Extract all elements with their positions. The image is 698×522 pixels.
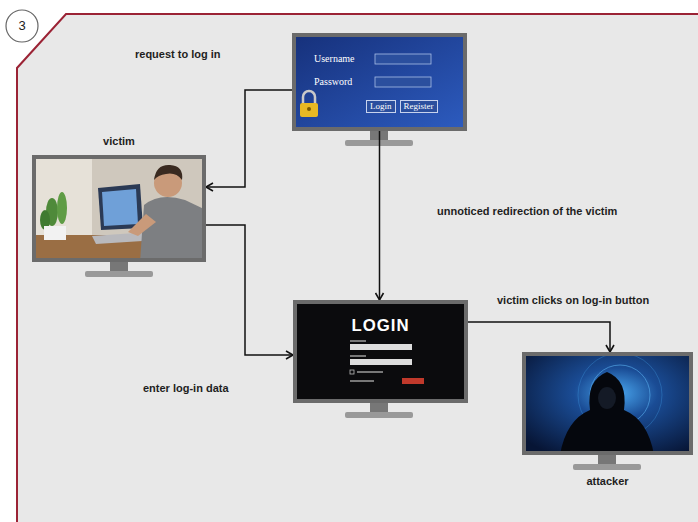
login-screen-art (292, 33, 467, 131)
monitor-stand (345, 412, 413, 418)
node-heading: victim (103, 135, 135, 147)
login-button: Login (366, 100, 396, 113)
login-screen-art (375, 54, 431, 64)
monitor-stand (598, 455, 616, 464)
victim-photo (57, 192, 67, 224)
monitor-stand (110, 262, 128, 271)
login-screen-art (300, 103, 318, 117)
victim-monitor: victim (32, 155, 206, 262)
login-screen-art (375, 77, 431, 87)
edge-label: enter log-in data (143, 382, 229, 394)
fake-login-screen-art (350, 370, 354, 374)
attacker-monitor: attacker (522, 352, 693, 455)
login-monitor: UsernamePasswordLogin Register (292, 33, 467, 131)
monitor-stand (345, 403, 413, 418)
fake-login-screen-art (293, 300, 466, 403)
callout-number: 3 (6, 18, 38, 33)
field-label: Username (314, 53, 355, 64)
edge-label: victim clicks on log-in button (497, 294, 649, 306)
victim-photo (98, 184, 143, 230)
fake-login-screen-art (350, 359, 412, 365)
connector-arrow (206, 90, 292, 187)
victim-photo (128, 214, 156, 236)
login-screen-art (303, 91, 315, 103)
login-title: LOGIN (297, 316, 464, 336)
fake-login-screen-art (402, 378, 424, 384)
fake-login-screen-art (293, 300, 466, 403)
frame-panel (17, 14, 698, 522)
hacker-image (522, 352, 693, 455)
callout-circle (6, 10, 38, 42)
monitor-stand (85, 271, 153, 277)
monitor-stand (370, 403, 388, 412)
victim-photo (154, 165, 182, 180)
frame-panel (17, 14, 698, 522)
hacker-image (522, 352, 693, 455)
edge-label: unnoticed redirection of the victim (437, 205, 617, 217)
fake-login-screen-art (350, 380, 374, 382)
monitor-stand (573, 464, 641, 470)
fake-login-screen-art (357, 371, 383, 373)
victim-photo (44, 226, 66, 240)
hacker-image (598, 387, 616, 409)
fake-login-screen-art (350, 344, 412, 350)
victim-photo (140, 197, 206, 262)
monitor-stand (573, 455, 641, 470)
login-screen-art (307, 107, 311, 111)
fake-login-screen-art (350, 355, 366, 357)
fake-login-monitor: LOGIN (293, 300, 468, 403)
edge-label: request to log in (135, 48, 221, 60)
victim-photo (32, 155, 206, 262)
hacker-image (560, 372, 654, 455)
field-label: Password (314, 76, 352, 87)
victim-photo (32, 155, 92, 235)
victim-photo (32, 155, 206, 262)
node-heading: attacker (586, 475, 628, 487)
connector-arrow (206, 225, 293, 355)
fake-login-screen-art (350, 340, 366, 342)
connector-arrow (468, 322, 610, 352)
login-screen-art (292, 33, 467, 131)
monitor-stand (85, 262, 153, 277)
victim-photo (102, 189, 138, 226)
callout-circle (6, 10, 38, 42)
register-button: Register (400, 100, 438, 113)
connector-arrow (379, 131, 381, 300)
frame-panel (17, 14, 698, 522)
